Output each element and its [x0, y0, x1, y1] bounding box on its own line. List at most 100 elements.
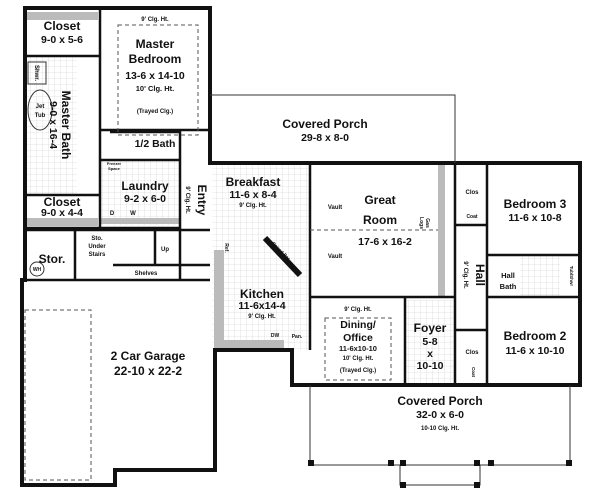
- svg-text:Closet: Closet: [44, 19, 81, 33]
- svg-text:9' Clg. Ht.: 9' Clg. Ht.: [184, 186, 190, 214]
- svg-text:Master Bath: Master Bath: [59, 91, 73, 160]
- svg-text:32-0 x 6-0: 32-0 x 6-0: [416, 409, 464, 421]
- master-bath-tile: [27, 57, 77, 195]
- svg-text:Coat: Coat: [466, 214, 477, 220]
- svg-text:Sto.: Sto.: [91, 236, 103, 242]
- half-bath-label: 1/2 Bath: [135, 138, 176, 150]
- svg-text:Great: Great: [364, 193, 395, 207]
- kitchen-counter: [214, 250, 224, 350]
- closet-top-label: Closet 9-0 x 5-6: [41, 19, 83, 46]
- svg-text:Space: Space: [108, 166, 121, 171]
- bedroom3-label: Bedroom 3 11-6 x 10-8 Clos Coat: [465, 190, 566, 224]
- svg-text:9' Clg. Ht.: 9' Clg. Ht.: [462, 261, 468, 289]
- svg-text:11-6x14-4: 11-6x14-4: [238, 300, 285, 312]
- svg-text:1/2 Bath: 1/2 Bath: [135, 138, 176, 150]
- svg-text:10-10: 10-10: [417, 360, 444, 372]
- svg-text:Vault: Vault: [328, 205, 342, 211]
- svg-text:Stairs: Stairs: [89, 252, 106, 258]
- svg-text:Bedroom 2: Bedroom 2: [504, 329, 567, 343]
- closet-shelf: [27, 12, 98, 20]
- rear-porch-label: Covered Porch 29-8 x 8-0: [282, 117, 367, 144]
- svg-text:9-2 x 6-0: 9-2 x 6-0: [124, 193, 166, 205]
- garage-car-outline: [24, 309, 92, 481]
- closet-shelf: [27, 218, 98, 226]
- garage-label: 2 Car Garage 22-10 x 22-2: [111, 349, 186, 378]
- laundry-counter: [100, 218, 180, 224]
- jet-tub: [27, 89, 53, 131]
- svg-text:Up: Up: [161, 247, 169, 253]
- svg-text:10' Clg. Ht.: 10' Clg. Ht.: [343, 356, 374, 362]
- shower: [27, 61, 47, 85]
- foyer-label: Foyer 5-8 x 10-10: [414, 321, 447, 372]
- kitchen-counter: [214, 340, 284, 349]
- svg-text:Pan.: Pan.: [292, 334, 303, 340]
- freezer-label: Freezer Space: [107, 161, 122, 171]
- svg-text:Clos: Clos: [465, 190, 479, 196]
- laundry-label: Laundry 9-2 x 6-0 D W: [110, 179, 169, 217]
- svg-text:Entry: Entry: [195, 185, 209, 216]
- svg-text:Gas: Gas: [424, 218, 430, 228]
- svg-text:Breakfast: Breakfast: [226, 175, 281, 189]
- laundry-tile: [100, 160, 180, 225]
- svg-text:29-8 x 8-0: 29-8 x 8-0: [301, 132, 349, 144]
- svg-text:Bath: Bath: [500, 282, 517, 291]
- svg-text:9-0 x 16-4: 9-0 x 16-4: [47, 101, 59, 149]
- fireplace-wall: [438, 163, 445, 298]
- interior-walls: [25, 10, 580, 385]
- svg-text:Vault: Vault: [328, 254, 342, 260]
- svg-text:5-8: 5-8: [422, 336, 437, 348]
- entry-label: Entry 9' Clg. Ht.: [184, 185, 209, 216]
- svg-text:13-6 x 14-10: 13-6 x 14-10: [125, 70, 185, 82]
- great-room-label: Vault Great Room 17-6 x 16-2 Vault Gas L…: [328, 193, 430, 260]
- master-bath-label: Master Bath 9-0 x 16-4 Shwr. Jet Tub: [33, 65, 73, 159]
- svg-text:Ref.: Ref.: [223, 243, 229, 253]
- tray-ceiling-outline: [117, 24, 199, 136]
- raised-bar: [262, 235, 303, 278]
- hall-bath-label: Hall Bath Tub/Shwr: [500, 266, 574, 291]
- svg-text:9-0 x 4-4: 9-0 x 4-4: [41, 207, 83, 219]
- svg-text:Clos: Clos: [465, 350, 479, 356]
- svg-text:Stor.: Stor.: [39, 252, 66, 266]
- svg-text:W: W: [130, 211, 136, 217]
- svg-text:Covered Porch: Covered Porch: [397, 394, 482, 408]
- svg-text:10' Clg. Ht.: 10' Clg. Ht.: [136, 84, 174, 93]
- kitchen-tile: [212, 163, 310, 350]
- svg-text:10-10 Clg. Ht.: 10-10 Clg. Ht.: [421, 426, 459, 432]
- hall-label: Hall 9' Clg. Ht.: [462, 261, 487, 289]
- front-porch-outline: [309, 385, 571, 486]
- foyer-tile: [405, 300, 455, 385]
- svg-text:Laundry: Laundry: [121, 179, 169, 193]
- svg-text:Shwr.: Shwr.: [33, 65, 39, 81]
- svg-text:(Trayed Clg.): (Trayed Clg.): [137, 109, 173, 115]
- svg-text:Tub/Shwr: Tub/Shwr: [569, 266, 574, 286]
- water-heater: [29, 261, 45, 277]
- svg-text:Dining/: Dining/: [340, 319, 376, 331]
- svg-text:9' Clg. Ht.: 9' Clg. Ht.: [248, 314, 276, 320]
- svg-text:(Trayed Clg.): (Trayed Clg.): [340, 368, 376, 374]
- svg-text:Bedroom: Bedroom: [129, 52, 182, 66]
- svg-text:Jet: Jet: [36, 104, 45, 110]
- svg-text:Coat: Coat: [471, 367, 476, 378]
- svg-text:x: x: [427, 348, 433, 360]
- svg-text:9-0 x 5-6: 9-0 x 5-6: [41, 34, 83, 46]
- svg-text:Office: Office: [343, 332, 373, 344]
- svg-text:9' Clg. Ht.: 9' Clg. Ht.: [344, 307, 372, 313]
- rear-porch-outline: [210, 94, 456, 163]
- svg-text:9' Clg. Ht.: 9' Clg. Ht.: [239, 203, 267, 209]
- shelves-label: Shelves: [135, 271, 158, 277]
- svg-text:11-6x10-10: 11-6x10-10: [339, 344, 377, 353]
- svg-text:Kitchen: Kitchen: [240, 287, 284, 301]
- dining-label: 9' Clg. Ht. Dining/ Office 11-6x10-10 10…: [339, 307, 377, 374]
- svg-text:Bedroom 3: Bedroom 3: [504, 197, 567, 211]
- under-stairs-label: Sto. Under Stairs Up: [88, 236, 169, 258]
- svg-text:WH: WH: [33, 267, 42, 273]
- svg-text:DW: DW: [271, 333, 280, 339]
- svg-text:2 Car Garage: 2 Car Garage: [111, 349, 186, 363]
- svg-text:Tub: Tub: [35, 113, 46, 119]
- svg-text:Covered Porch: Covered Porch: [282, 117, 367, 131]
- exterior-walls: [20, 6, 582, 487]
- tray-ceiling-outline: [324, 317, 392, 381]
- svg-text:Foyer: Foyer: [414, 321, 447, 335]
- svg-text:Room: Room: [363, 213, 397, 227]
